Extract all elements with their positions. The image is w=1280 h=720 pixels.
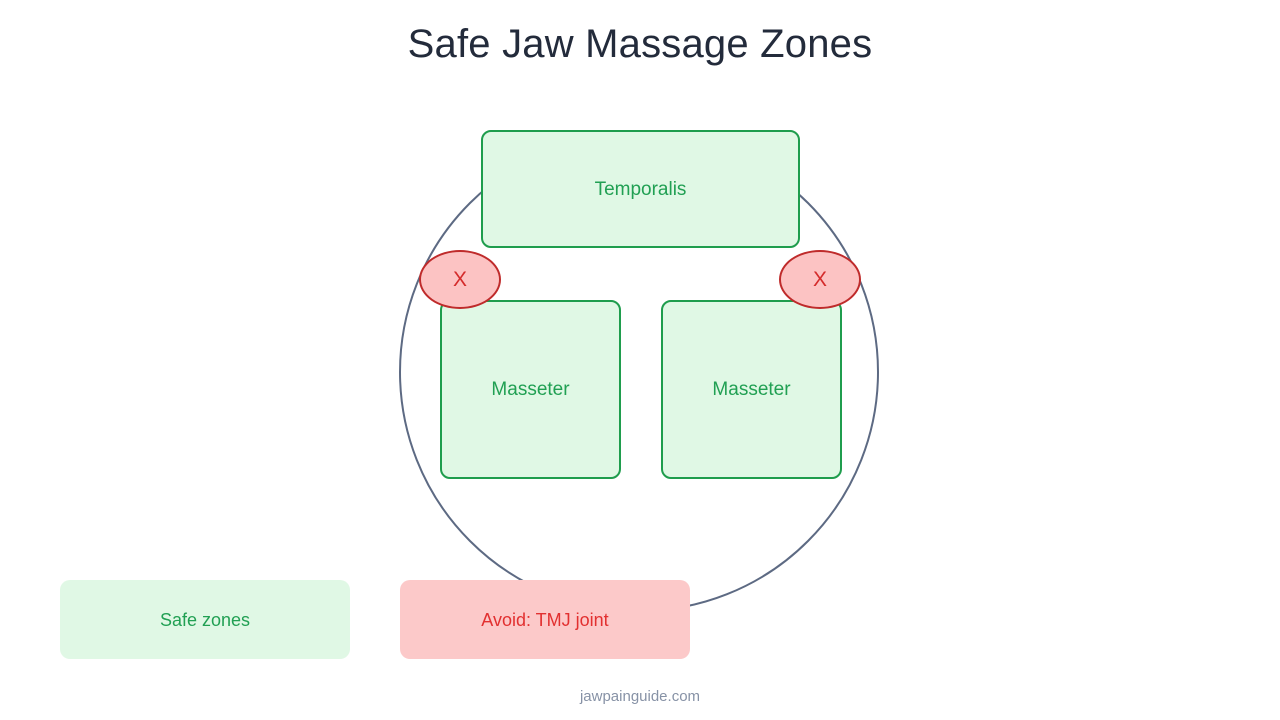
avoid-marker-tmj-left-label: X — [452, 268, 467, 291]
legend-item-safe-zones: Safe zones — [60, 580, 350, 659]
legend-item-avoid-tmj-label: Avoid: TMJ joint — [481, 609, 609, 630]
avoid-marker-tmj-right[interactable]: X — [779, 250, 861, 309]
safe-zone-temporalis[interactable]: Temporalis — [481, 130, 800, 248]
safe-zone-masseter-right[interactable]: Masseter — [661, 300, 842, 479]
avoid-marker-tmj-left[interactable]: X — [419, 250, 501, 309]
footer-source-label: jawpainguide.com — [579, 688, 701, 705]
legend-item-safe-zones-label: Safe zones — [159, 609, 251, 630]
safe-zone-temporalis-label: Temporalis — [594, 178, 687, 200]
safe-zone-masseter-left[interactable]: Masseter — [440, 300, 621, 479]
safe-zone-masseter-left-label: Masseter — [491, 379, 570, 400]
safe-zone-masseter-right-label: Masseter — [712, 379, 791, 400]
avoid-marker-tmj-right-label: X — [812, 268, 827, 291]
legend-item-avoid-tmj: Avoid: TMJ joint — [400, 580, 690, 659]
page-title: Safe Jaw Massage Zones — [407, 22, 873, 66]
